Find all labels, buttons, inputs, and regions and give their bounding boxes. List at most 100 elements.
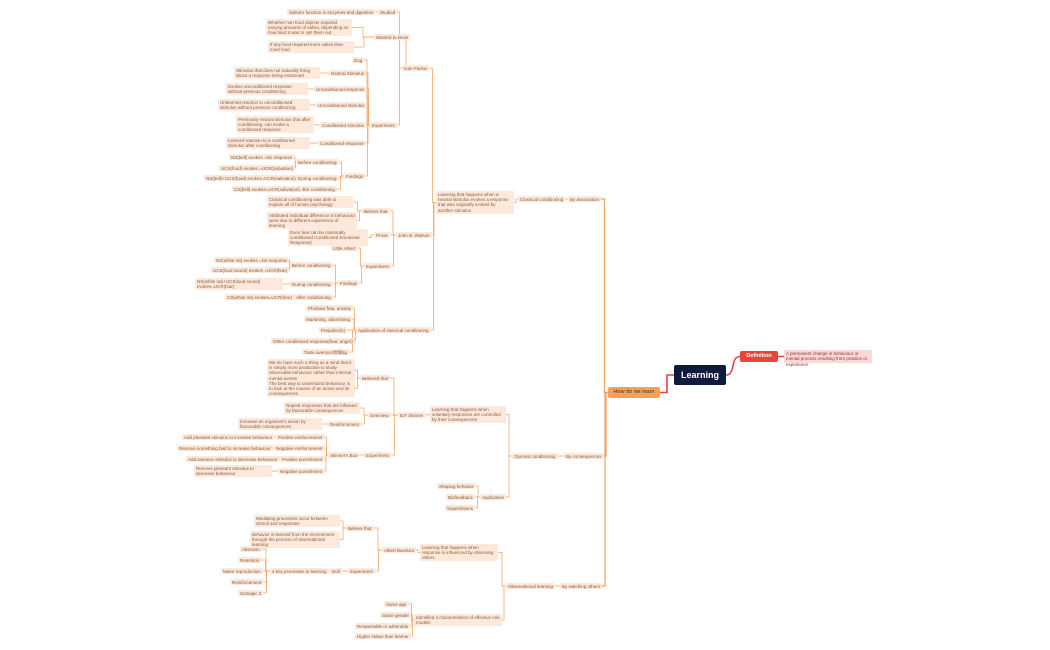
ucs-food-node[interactable]: UCS(food) evokes =UCR(salivation)	[219, 165, 296, 172]
reinforcement-node[interactable]: Reinforcement	[328, 421, 362, 428]
ns-white-rat-node[interactable]: NS(white rat) evokes =No response	[214, 257, 290, 264]
ucs-loud-sound-node[interactable]: UCS(loud sound) evokes =UCR(fear)	[211, 267, 290, 274]
studied-node[interactable]: Studied	[378, 9, 398, 16]
positive-punishment-definition[interactable]: Add aversive stimulus to decrease behavi…	[186, 456, 280, 463]
experiment-node-watson[interactable]: Experiment	[364, 263, 391, 270]
dog-node[interactable]: Dog	[352, 57, 365, 64]
root-node-learning[interactable]: Learning	[674, 365, 726, 385]
definition-node[interactable]: Definition	[740, 351, 778, 362]
believed-that-node-skinner[interactable]: Believed that	[360, 375, 391, 382]
bandura-belief-1[interactable]: Mediating processes occur between stimul…	[254, 515, 340, 527]
repeat-responses-node[interactable]: Repeat responses that are followed by fa…	[284, 402, 360, 414]
unconditioned-stimulus-node[interactable]: Unconditioned stimulus	[316, 102, 367, 109]
negative-punishment-definition[interactable]: Remove pleasant stimulus to decrease beh…	[194, 465, 272, 477]
before-conditioning-node-1[interactable]: Before conditioning	[296, 159, 339, 166]
neutral-stimulus-definition[interactable]: Stimulus that does not naturally bring a…	[234, 67, 320, 79]
by-association-node[interactable]: By association	[568, 196, 602, 203]
positive-reinforcement-definition[interactable]: Add pleasant stimulus to increase behavi…	[182, 434, 275, 441]
taste-aversion-node[interactable]: Taste aversion地域5g	[302, 349, 350, 356]
bobo-node[interactable]: Sotnapic 3	[238, 590, 264, 597]
other-conditioned-node[interactable]: Other conditioned response(fear, anger)	[271, 338, 355, 345]
believe-that-node-watson[interactable]: Believe that	[362, 208, 390, 215]
same-age-node[interactable]: Same age	[384, 601, 409, 608]
bf-skinner-node[interactable]: B.F Skinner	[398, 412, 426, 419]
findings-node-pavlov[interactable]: Findings	[344, 173, 366, 180]
experiment-node-bandura[interactable]: Experiment	[348, 568, 375, 575]
positive-punishment-node[interactable]: Positive punishment	[280, 456, 325, 463]
observational-learning-node[interactable]: Observational learning	[506, 583, 556, 590]
experiment-node-pavlov[interactable]: Experiment	[370, 122, 397, 129]
operant-definition[interactable]: Learning that happens when voluntary res…	[430, 406, 506, 424]
respectable-node[interactable]: Respectable or admirable	[355, 623, 411, 630]
unconditioned-response-node[interactable]: Unconditioned response	[314, 86, 367, 93]
by-consequences-node[interactable]: By consequences	[564, 453, 604, 460]
findings-node-watson[interactable]: Findings	[338, 280, 360, 287]
marketing-node[interactable]: Marketing, advertising	[304, 316, 353, 323]
prove-node[interactable]: Prove	[374, 232, 390, 239]
experiment-node-skinner[interactable]: Experiment	[364, 452, 391, 459]
during-conditioning-node-2[interactable]: During conditioning	[290, 281, 333, 288]
positive-reinforcement-node[interactable]: Positive reinforcement	[276, 434, 325, 441]
believe-that-node-bandura[interactable]: Believe that	[346, 525, 374, 532]
conditioned-response-definition[interactable]: Learned reaction to a conditioned stimul…	[226, 137, 310, 149]
negative-reinforcement-node[interactable]: Negative reinforcement	[274, 445, 325, 452]
same-gender-node[interactable]: Same gender	[380, 612, 412, 619]
higher-status-node[interactable]: Higher status than learner	[355, 633, 411, 640]
classical-definition[interactable]: Learning that happens when a neutral sti…	[436, 191, 514, 214]
skinner-belief-1[interactable]: We do have such a thing as a mind that i…	[267, 359, 355, 382]
by-watching-others-node[interactable]: By watching others	[560, 583, 603, 590]
cs-white-rat-node[interactable]: CS(white rat) evokes=UCR(fear)	[225, 294, 294, 301]
skinners-box-node[interactable]: Skinner's Box	[328, 452, 360, 459]
reinforcement-node-bandura[interactable]: Reinforcement	[230, 579, 264, 586]
food-more-saliva-node[interactable]: If any food required more saliva than mo…	[268, 41, 354, 53]
non-food-objects-node[interactable]: Whether non food objects required varyin…	[266, 19, 352, 37]
retention-node[interactable]: Retention	[238, 557, 262, 564]
motor-reproduction-node[interactable]: Motor reproduction	[221, 568, 263, 575]
conditioned-stimulus-node[interactable]: Conditioned stimulus	[320, 122, 366, 129]
superstitions-node[interactable]: Superstitions	[445, 505, 476, 512]
conditioned-response-node[interactable]: Conditioned response	[318, 140, 366, 147]
prejudice-node[interactable]: Prejudice(s)	[319, 327, 348, 334]
biofeedback-node[interactable]: Biofeedback	[446, 494, 475, 501]
doll-node[interactable]: Doll	[330, 568, 342, 575]
characteristics-node[interactable]: Identified 4 characteristics of effectiv…	[414, 614, 502, 626]
during-conditioning-definition-2[interactable]: NS(white rat)+UCS(loud sound) evokes=UCR…	[195, 278, 283, 290]
attention-node[interactable]: Attention	[240, 546, 262, 553]
watson-belief-1[interactable]: Classical conditioning was able to expla…	[267, 196, 353, 208]
albert-bandura-node[interactable]: Albert Bandura	[382, 547, 417, 554]
bandura-belief-2[interactable]: Behavior is learned from the environment…	[250, 531, 340, 549]
definition-text[interactable]: A permanent change in behaviour or menta…	[784, 350, 872, 367]
after-conditioning-node-2[interactable]: After conditioning	[294, 294, 333, 301]
cs-bell-node[interactable]: CS(bell) evokes=UCR(salivation)	[232, 186, 302, 193]
unconditioned-response-definition[interactable]: Evokes unconditioned response without pr…	[226, 83, 308, 95]
negative-punishment-node[interactable]: Negative punishment	[278, 468, 325, 475]
classical-conditioning-node[interactable]: Classical conditioning	[518, 196, 566, 203]
application-operant-node[interactable]: Application	[480, 494, 507, 501]
neutral-stimulus-node[interactable]: Neutral Stimulus	[329, 70, 367, 77]
ns-bell-node[interactable]: NS(bell) evokes =No response	[229, 154, 295, 161]
application-classical-node[interactable]: Application of classical conditioning	[356, 327, 431, 334]
after-conditioning-node-1[interactable]: After conditioning	[298, 186, 337, 193]
ns-during-node[interactable]: NS(bell)+UCS(food) evokes=UCR(salivation…	[204, 175, 298, 182]
how-do-we-learn-node[interactable]: How do we learn	[608, 387, 660, 398]
wanted-to-know-node[interactable]: Wanted to know	[374, 34, 411, 41]
prove-definition[interactable]: Even fear can be classically conditioned…	[288, 229, 368, 247]
shaping-behavior-node[interactable]: Shaping behavior	[437, 483, 477, 490]
watson-belief-2[interactable]: Attributed individual difference in beha…	[267, 212, 357, 230]
overview-node[interactable]: Overview	[368, 412, 391, 419]
observational-definition[interactable]: Learning that happens when response is i…	[420, 544, 498, 562]
conditioned-stimulus-definition[interactable]: Previously neutral stimulus that after c…	[236, 116, 314, 134]
unconditioned-stimulus-definition[interactable]: Unlearned reaction to unconditioned stim…	[218, 99, 310, 111]
reinforcement-definition[interactable]: Increase an organism's action by favoura…	[238, 418, 322, 430]
saliva-function-node[interactable]: Saliva's function in enzymes and digesti…	[287, 9, 376, 16]
before-conditioning-node-2[interactable]: Before conditioning	[290, 262, 333, 269]
little-albert-node[interactable]: Little Albert	[331, 245, 358, 252]
during-conditioning-node-1[interactable]: During conditioning	[296, 175, 339, 182]
negative-reinforcement-definition[interactable]: Remove something bad to increase behavio…	[177, 445, 273, 452]
skinner-belief-2[interactable]: The best way to understand behaviour is …	[267, 380, 355, 398]
ivan-pavlov-node[interactable]: Ivan Pavlov	[402, 65, 430, 72]
four-key-processes-node[interactable]: 4 key processes in learning	[270, 568, 329, 575]
john-watson-node[interactable]: John B. Watson	[396, 232, 432, 239]
operant-conditioning-node[interactable]: Operant conditioning	[512, 453, 558, 460]
phobias-node[interactable]: Phobias/ fear, anxiety	[306, 305, 354, 312]
